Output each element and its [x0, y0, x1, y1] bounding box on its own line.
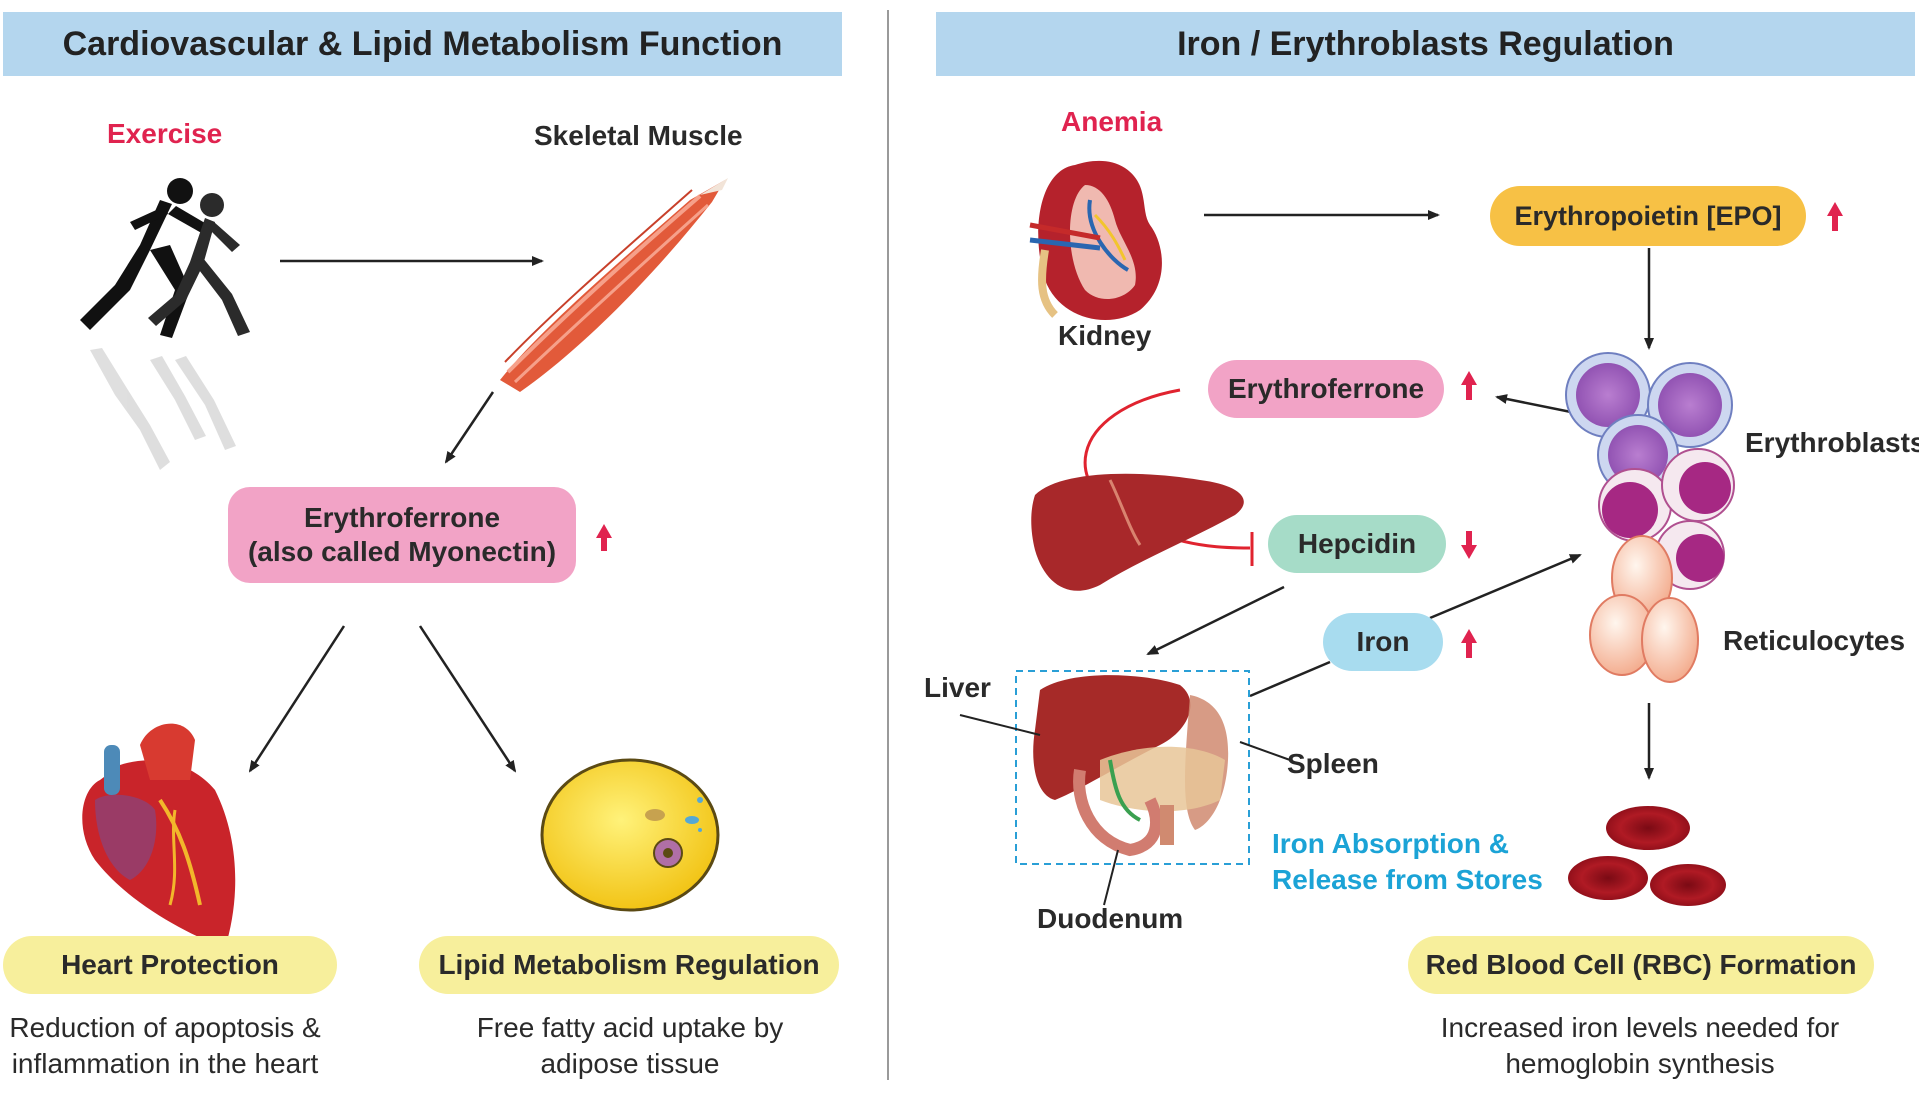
liver-label: Liver	[924, 672, 991, 703]
organs-dashed-frame	[1015, 670, 1250, 865]
erythroblasts-image	[1565, 352, 1735, 590]
arrow-hepcidin-to-liver	[1146, 585, 1285, 656]
down-arrow-hepcidin	[1461, 531, 1477, 559]
kidney-image	[1029, 160, 1162, 320]
arrow-erythroblasts-to-erythroferrone	[1495, 394, 1572, 414]
red-blood-cells-image	[1568, 806, 1726, 906]
hepcidin-box: Hepcidin	[1268, 515, 1446, 573]
heart-image	[82, 723, 236, 948]
exercise-label: Exercise	[107, 118, 223, 149]
line-organs-to-iron	[1249, 660, 1331, 698]
heart-description: Reduction of apoptosis & inflammation in…	[0, 1010, 330, 1082]
skeletal-muscle-label: Skeletal Muscle	[534, 120, 743, 151]
kidney-label: Kidney	[1058, 320, 1152, 351]
left-panel-title: Cardiovascular & Lipid Metabolism Functi…	[3, 12, 842, 76]
iron-box: Iron	[1323, 613, 1443, 671]
rbc-desc-line1: Increased iron levels needed for	[1440, 1012, 1840, 1043]
up-arrow-erythroferrone-left	[596, 524, 612, 551]
erythroferrone-box-line1: Erythroferrone	[303, 502, 501, 533]
spleen-label: Spleen	[1287, 748, 1379, 779]
arrow-erythroferrone-to-heart	[248, 625, 346, 773]
runners-reflection	[90, 348, 236, 470]
liver-image	[1031, 473, 1244, 591]
pointer-duodenum	[1103, 849, 1119, 906]
fat-cell-image	[540, 758, 720, 912]
lipid-metabolism-box: Lipid Metabolism Regulation	[419, 936, 839, 994]
heart-protection-box: Heart Protection	[3, 936, 337, 994]
rbc-formation-box: Red Blood Cell (RBC) Formation	[1408, 936, 1874, 994]
right-panel-title: Iron / Erythroblasts Regulation	[936, 12, 1915, 76]
erythroferrone-myonectin-box: Erythroferrone (also called Myonectin)	[228, 487, 576, 583]
reticulocytes-label: Reticulocytes	[1723, 625, 1906, 656]
reticulocytes-image	[1589, 535, 1699, 683]
heart-desc-line1: Reduction of apoptosis &	[9, 1012, 321, 1043]
anemia-label: Anemia	[1061, 106, 1163, 137]
iron-absorption-line1: Iron Absorption &	[1272, 828, 1509, 859]
erythroferrone-box-line2: (also called Myonectin)	[247, 536, 557, 567]
rbc-desc-line2: hemoglobin synthesis	[1505, 1048, 1775, 1079]
runners-image	[80, 178, 250, 338]
iron-absorption-line2: Release from Stores	[1272, 864, 1543, 895]
iron-absorption-label: Iron Absorption & Release from Stores	[1272, 826, 1543, 898]
pointer-liver	[959, 714, 1041, 736]
up-arrow-erythroferrone-right	[1461, 371, 1477, 400]
epo-box: Erythropoietin [EPO]	[1490, 186, 1806, 246]
duodenum-label: Duodenum	[1037, 903, 1184, 934]
up-arrow-epo	[1827, 202, 1843, 231]
arrow-iron-to-erythroblasts	[1429, 553, 1582, 620]
erythroblasts-label: Erythroblasts	[1745, 427, 1919, 458]
lipid-description: Free fatty acid uptake by adipose tissue	[455, 1010, 805, 1082]
lipid-desc-line2: adipose tissue	[540, 1048, 720, 1079]
erythroferrone-box: Erythroferrone	[1208, 360, 1444, 418]
pointer-spleen	[1239, 741, 1291, 761]
rbc-description: Increased iron levels needed for hemoglo…	[1420, 1010, 1860, 1082]
lipid-desc-line1: Free fatty acid uptake by	[476, 1012, 784, 1043]
arrow-muscle-to-erythroferrone	[444, 391, 495, 464]
up-arrow-iron	[1461, 629, 1477, 658]
skeletal-muscle-image	[500, 178, 728, 392]
heart-desc-line2: inflammation in the heart	[11, 1048, 319, 1079]
arrow-erythroferrone-to-lipid	[418, 625, 517, 773]
abdominal-organs-image	[1033, 675, 1229, 857]
